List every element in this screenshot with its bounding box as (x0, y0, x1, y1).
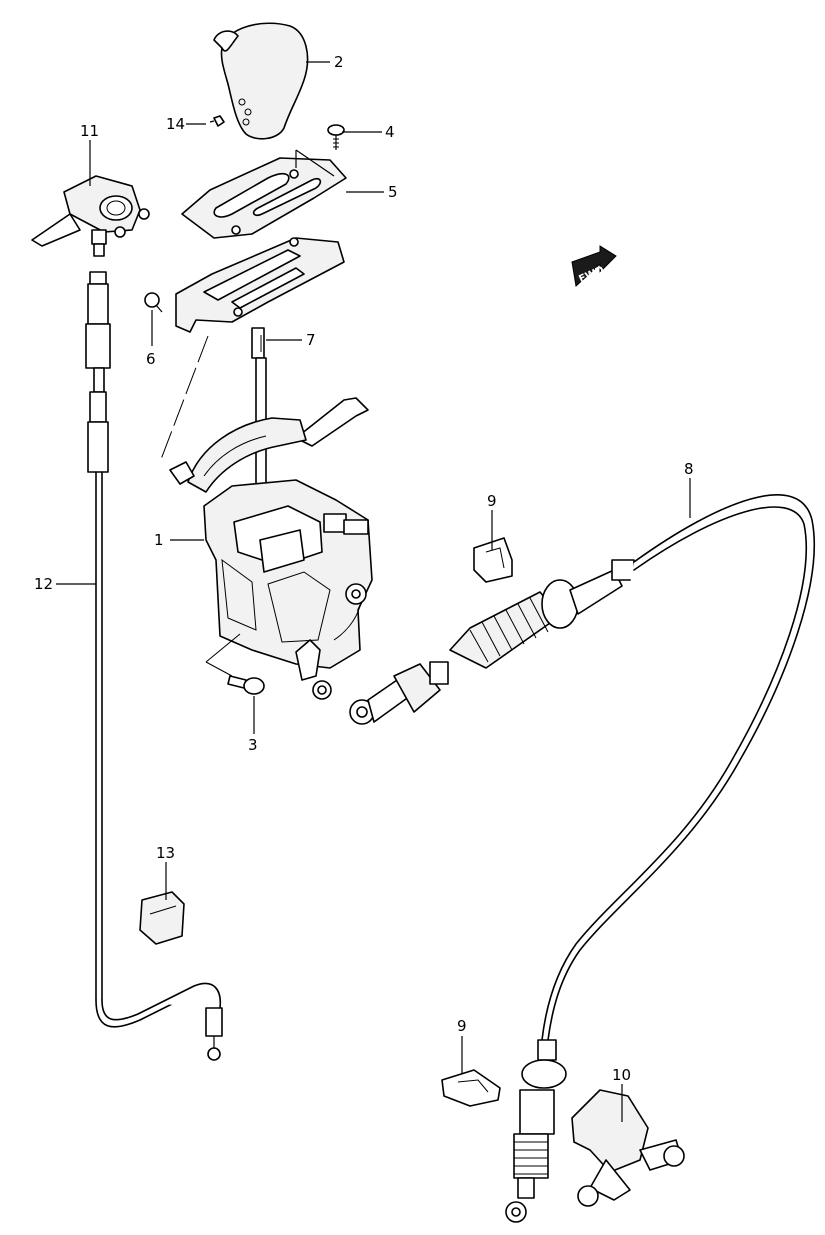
screw-4 (327, 124, 345, 150)
fwd-direction-arrow: FWD (571, 245, 617, 287)
small-screw-14 (209, 115, 225, 127)
leader-lines (56, 61, 691, 1122)
callout-14: 14 (166, 115, 185, 133)
screw-6 (144, 292, 163, 313)
bolt-3 (205, 633, 265, 695)
callout-7: 7 (306, 331, 316, 349)
indicator-plate (181, 157, 347, 239)
clip-9-lower (441, 1069, 501, 1107)
callout-13: 13 (156, 844, 175, 862)
callout-11: 11 (80, 122, 99, 140)
select-cable (349, 494, 816, 1223)
callout-3: 3 (248, 736, 258, 754)
callout-5: 5 (388, 183, 398, 201)
callout-1: 1 (154, 531, 164, 549)
callout-labels: 2 14 4 5 11 6 7 8 9 1 12 3 13 9 10 (34, 53, 694, 1084)
gate-plate (175, 237, 345, 333)
callout-6: 6 (146, 350, 156, 368)
callout-10: 10 (612, 1066, 631, 1084)
callout-2: 2 (334, 53, 344, 71)
clip-9-upper (473, 537, 513, 583)
shifter-assembly (159, 335, 373, 700)
clip-13 (139, 891, 185, 945)
shift-knob (213, 22, 309, 140)
callout-12: 12 (34, 575, 53, 593)
callout-9-upper: 9 (487, 492, 497, 510)
callout-9-lower: 9 (457, 1017, 467, 1035)
bracket-10 (571, 1089, 685, 1207)
interlock-cable (85, 271, 223, 1061)
interlock-unit (31, 175, 150, 257)
callout-8: 8 (684, 460, 694, 478)
callout-4: 4 (385, 123, 395, 141)
